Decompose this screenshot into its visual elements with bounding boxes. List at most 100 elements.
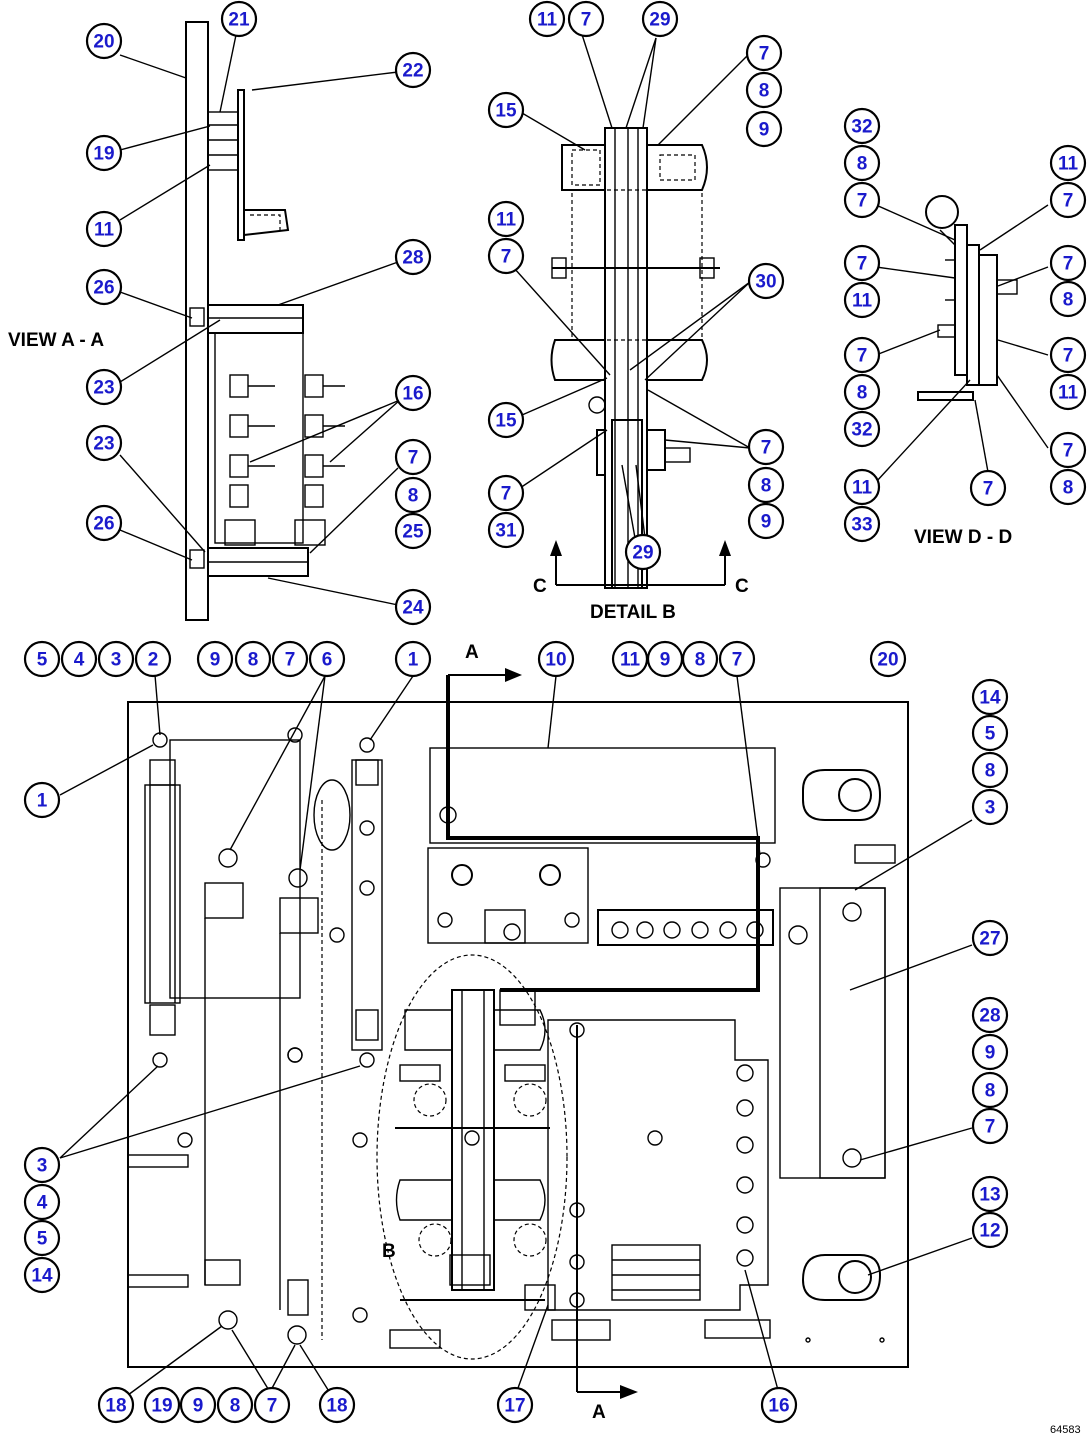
callout-number: 31	[495, 521, 517, 542]
callout-circle	[843, 468, 881, 506]
callout-number: 32	[851, 117, 872, 138]
callout-number: 8	[857, 154, 868, 175]
detail-b-drawing	[550, 127, 731, 589]
callout-number: 29	[632, 543, 653, 564]
callout-circle	[318, 1386, 356, 1424]
callout-number: 2	[148, 650, 159, 671]
callout-number: 11	[852, 478, 873, 499]
callout-circle	[971, 1071, 1009, 1109]
callout-circle	[747, 428, 785, 466]
callout-7: 7	[843, 244, 881, 282]
callout-number: 5	[985, 724, 996, 745]
callout-circle	[1049, 373, 1087, 411]
callout-circle	[745, 34, 783, 72]
callout-23: 23	[85, 424, 123, 462]
callout-number: 7	[985, 1117, 996, 1138]
callout-29: 29	[641, 0, 679, 38]
callout-circle	[745, 71, 783, 109]
callout-31: 31	[487, 511, 525, 549]
callout-7: 7	[567, 0, 605, 38]
callout-number: 5	[37, 1229, 48, 1250]
callout-number: 15	[495, 101, 517, 122]
callout-circle	[971, 1033, 1009, 1071]
section-c-right: C	[735, 576, 749, 597]
callout-8: 8	[216, 1386, 254, 1424]
callout-number: 18	[105, 1396, 126, 1417]
callout-circle	[496, 1386, 534, 1424]
callout-circle	[23, 640, 61, 678]
callout-number: 7	[1063, 254, 1074, 275]
callout-circle	[179, 1386, 217, 1424]
callout-number: 11	[852, 291, 873, 312]
callout-5: 5	[23, 1219, 61, 1257]
callout-32: 32	[843, 410, 881, 448]
callout-circle	[271, 640, 309, 678]
callout-28: 28	[971, 996, 1009, 1034]
callout-7: 7	[1049, 244, 1087, 282]
callout-circle	[394, 512, 432, 550]
callout-circle	[971, 714, 1009, 752]
callout-circle	[843, 373, 881, 411]
callout-33: 33	[843, 505, 881, 543]
callout-number: 24	[402, 598, 424, 619]
callout-circle	[843, 336, 881, 374]
callout-number: 12	[979, 1221, 1000, 1242]
callout-circle	[843, 107, 881, 145]
callout-number: 29	[649, 10, 670, 31]
callout-9: 9	[646, 640, 684, 678]
callout-27: 27	[971, 919, 1009, 957]
callout-number: 7	[501, 247, 512, 268]
callout-number: 10	[545, 650, 566, 671]
callout-30: 30	[747, 262, 785, 300]
callout-circle	[971, 1211, 1009, 1249]
leader-lines	[59, 21, 1049, 1396]
callout-circle	[253, 1386, 291, 1424]
callout-number: 26	[93, 278, 114, 299]
callout-9: 9	[971, 1033, 1009, 1071]
view-aa-label: VIEW A - A	[8, 330, 104, 351]
callout-9: 9	[747, 502, 785, 540]
callout-number: 26	[93, 514, 114, 535]
callout-circle	[196, 640, 234, 678]
callout-5: 5	[23, 640, 61, 678]
callout-number: 3	[37, 1156, 48, 1177]
callout-number: 28	[402, 248, 423, 269]
view-dd-drawing	[917, 195, 1018, 401]
callout-number: 6	[322, 650, 333, 671]
callout-circle	[1049, 468, 1087, 506]
callout-number: 8	[985, 1081, 996, 1102]
callout-7: 7	[271, 640, 309, 678]
callout-7: 7	[487, 237, 525, 275]
callout-circle	[394, 374, 432, 412]
callout-number: 28	[979, 1006, 1000, 1027]
detail-b-marker: B	[382, 1241, 396, 1262]
callout-circle	[487, 474, 525, 512]
callout-circle	[624, 533, 662, 571]
callout-number: 14	[979, 688, 1001, 709]
callout-26: 26	[85, 268, 123, 306]
callout-7: 7	[745, 34, 783, 72]
callout-number: 4	[74, 650, 85, 671]
callout-number: 7	[759, 44, 770, 65]
callout-number: 8	[759, 81, 770, 102]
callout-number: 8	[230, 1396, 241, 1417]
callout-circle	[487, 511, 525, 549]
callout-number: 23	[93, 378, 114, 399]
callout-number: 23	[93, 434, 114, 455]
section-c-left: C	[533, 576, 547, 597]
callout-circle	[143, 1386, 181, 1424]
callout-29: 29	[624, 533, 662, 571]
callout-4: 4	[60, 640, 98, 678]
callout-1: 1	[23, 781, 61, 819]
callout-circle	[85, 504, 123, 542]
callout-number: 20	[877, 650, 898, 671]
callout-number: 13	[979, 1185, 1000, 1206]
callout-circle	[747, 502, 785, 540]
callout-3: 3	[97, 640, 135, 678]
callout-circle	[971, 1175, 1009, 1213]
callout-7: 7	[253, 1386, 291, 1424]
callout-12: 12	[971, 1211, 1009, 1249]
callout-number: 9	[210, 650, 221, 671]
callout-circle	[85, 368, 123, 406]
callout-9: 9	[179, 1386, 217, 1424]
